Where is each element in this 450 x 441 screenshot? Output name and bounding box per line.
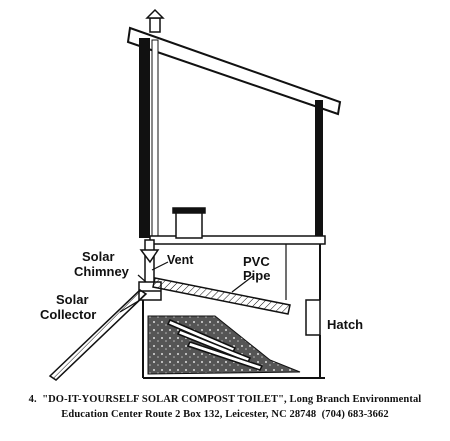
- label-pvc-line1: PVC: [243, 254, 270, 269]
- pvc-pipe: [152, 277, 291, 315]
- label-pvc-line2: Pipe: [243, 268, 270, 283]
- caption-line2: Education Center Route 2 Box 132, Leices…: [61, 409, 389, 420]
- label-solar-chimney-line1: Solar: [82, 249, 115, 264]
- front-wall: [315, 100, 323, 240]
- caption-line1: 4. "DO-IT-YOURSELF SOLAR COMPOST TOILET"…: [28, 394, 422, 405]
- label-vent: Vent: [167, 253, 194, 267]
- label-solar-chimney-line2: Chimney: [74, 264, 130, 279]
- vent-cap: [145, 8, 165, 33]
- solar-collector-panel: [48, 289, 148, 381]
- label-solar-collector-line1: Solar: [56, 292, 89, 307]
- labels: Vent PVC Pipe Solar Chimney Solar Collec…: [40, 249, 363, 332]
- label-hatch: Hatch: [327, 317, 363, 332]
- figure-caption: 4. "DO-IT-YOURSELF SOLAR COMPOST TOILET"…: [0, 392, 450, 422]
- back-wall: [139, 38, 159, 239]
- baffles: [166, 319, 264, 371]
- roof: [126, 26, 342, 116]
- label-solar-collector-line2: Collector: [40, 307, 96, 322]
- toilet-seat: [172, 207, 206, 239]
- leader-lines: [119, 261, 254, 313]
